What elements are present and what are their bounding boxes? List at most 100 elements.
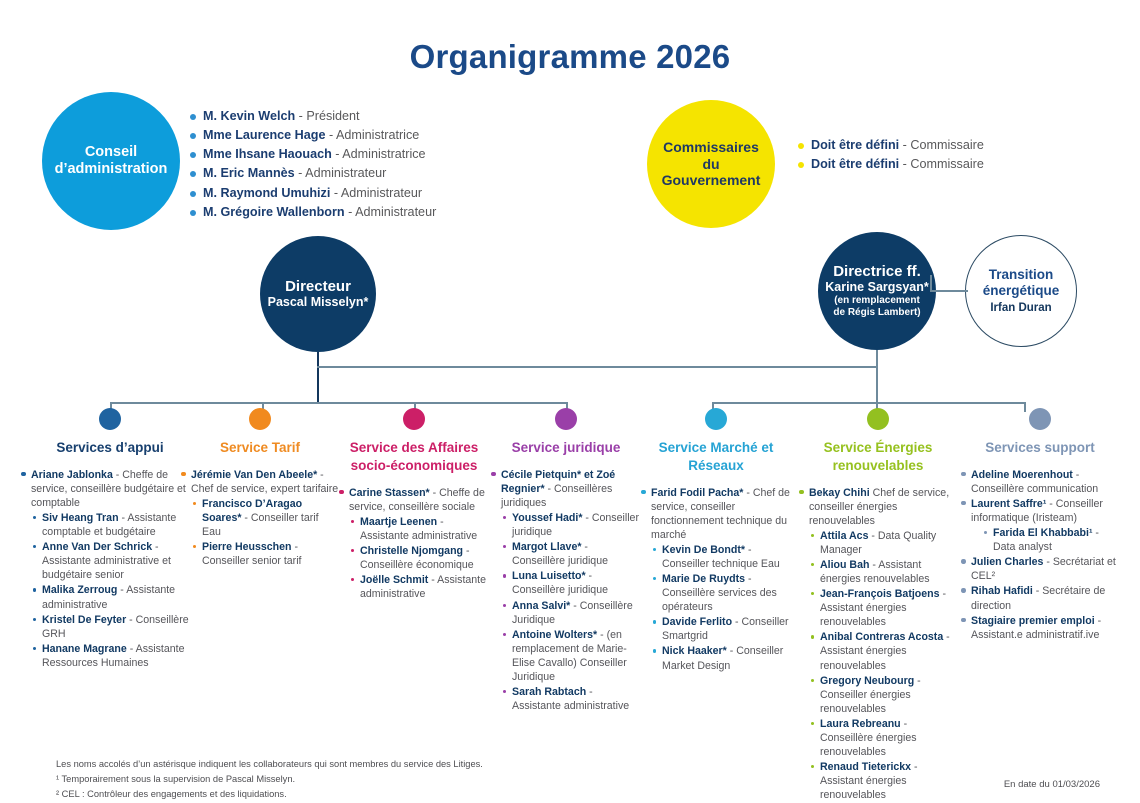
bullet-icon xyxy=(503,545,507,549)
footnote-line: Les noms accolés d’un astérisque indique… xyxy=(56,759,483,769)
bullet-icon xyxy=(33,545,37,549)
node-directeur[interactable]: Directeur Pascal Misselyn* xyxy=(260,236,376,352)
service-node-support[interactable] xyxy=(1029,408,1051,430)
person-role: GRH xyxy=(42,627,66,640)
person-role-dash: - xyxy=(1032,585,1043,598)
node-conseil-administration[interactable]: Conseil d’administration xyxy=(42,92,180,230)
directeur-name: Pascal Misselyn* xyxy=(267,295,369,310)
member-row: M. Kevin Welch - Président xyxy=(190,107,436,126)
member-role: - Commissaire xyxy=(899,138,984,152)
member-text: M. Raymond Umuhizi - Administrateur xyxy=(203,184,422,203)
connector-directeur-vertical xyxy=(317,352,319,403)
service-header-tarif: Service Tarif xyxy=(219,440,301,455)
person-role: Assistante administrative xyxy=(360,529,478,542)
service-column-tarif: Service Tarif Jérémie Van Den Abeele* - … xyxy=(180,408,340,569)
member-name: M. Kevin Welch xyxy=(203,109,296,123)
connector-drop-marche xyxy=(712,402,714,412)
person-role: Assistante administrative et budgétaire … xyxy=(42,555,171,582)
footnotes: Les noms accolés d’un astérisque indique… xyxy=(56,757,483,802)
bullet-icon xyxy=(653,620,657,624)
conseil-line2: d’administration xyxy=(54,161,168,177)
person-entry: Carine Stassen* - Cheffe de service, con… xyxy=(338,486,490,514)
person-role-dash: - xyxy=(291,541,298,554)
person-entry: Julien Charles - Secrétariat et CEL² xyxy=(960,555,1120,583)
person-role-dash: - xyxy=(570,599,580,612)
person-entry: Joëlle Schmit - Assistante administrativ… xyxy=(338,573,490,601)
person-role: Cheffe de service, conseillère budgétair… xyxy=(31,468,186,509)
member-role: - Administrateur xyxy=(330,185,423,200)
person-name: Sarah Rabtach xyxy=(512,685,587,698)
person-role: Conseillère communication xyxy=(971,482,1099,495)
person-entry: Christelle Njomgang - Conseillère économ… xyxy=(338,544,490,572)
bullet-icon xyxy=(961,559,966,564)
person-role: Conseiller Smartgrid xyxy=(662,616,789,643)
bullet-icon xyxy=(798,162,804,169)
bullet-icon xyxy=(811,563,815,567)
person-entry: Youssef Hadi* - Conseiller juridique xyxy=(490,511,642,539)
person-role-dash: - Conseillère xyxy=(126,613,189,626)
person-entry: Ariane Jablonka - Cheffe de service, con… xyxy=(20,468,200,510)
person-entry: Jérémie Van Den Abeele* - Chef de servic… xyxy=(180,468,340,496)
service-node-socio[interactable] xyxy=(403,408,425,430)
person-role-dash: - xyxy=(1046,497,1056,510)
person-name: Anne Van Der Schrick xyxy=(42,541,153,554)
person-entry: Jean-François Batjoens - Assistant énerg… xyxy=(798,587,958,629)
directrice-ff-title: Directrice ff. xyxy=(833,262,921,280)
node-commissaires-gouvernement[interactable]: Commissaires du Gouvernement xyxy=(647,100,775,228)
person-role: Secrétariat et CEL² xyxy=(971,556,1116,583)
person-role-dash: - xyxy=(317,468,324,481)
member-row: Doit être défini - Commissaire xyxy=(798,136,984,155)
person-role-dash: - xyxy=(911,761,918,774)
person-name: Youssef Hadi* xyxy=(512,512,583,525)
service-node-juridique[interactable] xyxy=(555,408,577,430)
person-entry: Luna Luisetto* - Conseillère juridique xyxy=(490,569,642,597)
person-role: Assistante comptable et budgétaire xyxy=(42,512,177,539)
person-entry: Cécile Pietquin* et Zoé Regnier* - Conse… xyxy=(490,468,642,510)
person-entry: Anibal Contreras Acosta - Assistant éner… xyxy=(798,630,958,672)
service-node-marche[interactable] xyxy=(705,408,727,430)
person-name: Christelle Njomgang xyxy=(360,544,464,557)
connector-left-bus xyxy=(110,402,566,404)
connector-drop-support xyxy=(1024,402,1026,412)
person-name: Farida El Khabbabi¹ xyxy=(993,527,1093,540)
person-name: Farid Fodil Pacha* xyxy=(651,486,744,499)
service-node-appui[interactable] xyxy=(99,408,121,430)
service-node-energies[interactable] xyxy=(867,408,889,430)
node-transition-energetique[interactable]: Transition énergétique Irfan Duran xyxy=(965,235,1077,347)
person-role: Conseiller senior tarif xyxy=(202,555,302,568)
directrice-ff-note-line1: (en remplacement xyxy=(834,295,920,307)
member-row: M. Grégoire Wallenborn - Administrateur xyxy=(190,203,436,222)
person-name: Pierre Heusschen xyxy=(202,541,292,554)
person-role-dash: - xyxy=(726,645,737,658)
service-node-tarif[interactable] xyxy=(249,408,271,430)
member-text: Mme Ihsane Haouach - Administratrice xyxy=(203,145,426,164)
bullet-icon xyxy=(33,588,37,592)
member-text: M. Grégoire Wallenborn - Administrateur xyxy=(203,203,436,222)
bullet-icon xyxy=(190,133,196,140)
person-role-dash: - xyxy=(463,544,470,557)
person-entry: Laura Rebreanu - Conseillère énergies re… xyxy=(798,717,958,759)
bullet-icon xyxy=(811,721,815,726)
person-role-dash: - xyxy=(1094,614,1102,627)
bullet-icon xyxy=(351,548,355,553)
person-role: Conseillère juridique xyxy=(512,555,608,568)
member-role: - Administratrice xyxy=(325,128,420,143)
person-role-dash: - xyxy=(429,486,440,499)
transition-person: Irfan Duran xyxy=(990,301,1052,314)
person-role-dash: - xyxy=(582,512,592,525)
person-role: Conseiller informatique (Iristeam) xyxy=(971,497,1103,525)
person-entry: Kristel De Feyter - Conseillère GRH xyxy=(20,613,200,641)
directrice-ff-label: Directrice ff. Karine Sargsyan* (en remp… xyxy=(819,263,935,319)
person-name: Bekay Chihi xyxy=(809,486,870,499)
node-directrice-ff[interactable]: Directrice ff. Karine Sargsyan* (en remp… xyxy=(818,232,936,350)
person-name: Adeline Moerenhout xyxy=(971,468,1073,481)
connector-directrice-vertical xyxy=(876,350,878,403)
bullet-icon xyxy=(33,646,37,650)
person-role: Assistante administrative xyxy=(360,574,487,601)
person-entry: Nick Haaker* - Conseiller Market Design xyxy=(640,644,792,672)
service-people-tarif: Jérémie Van Den Abeele* - Chef de servic… xyxy=(180,468,340,569)
person-entry: Stagiaire premier emploi - Assistant.e a… xyxy=(960,614,1120,642)
member-row: M. Eric Mannès - Administrateur xyxy=(190,164,436,183)
directeur-title: Directeur xyxy=(285,277,351,295)
